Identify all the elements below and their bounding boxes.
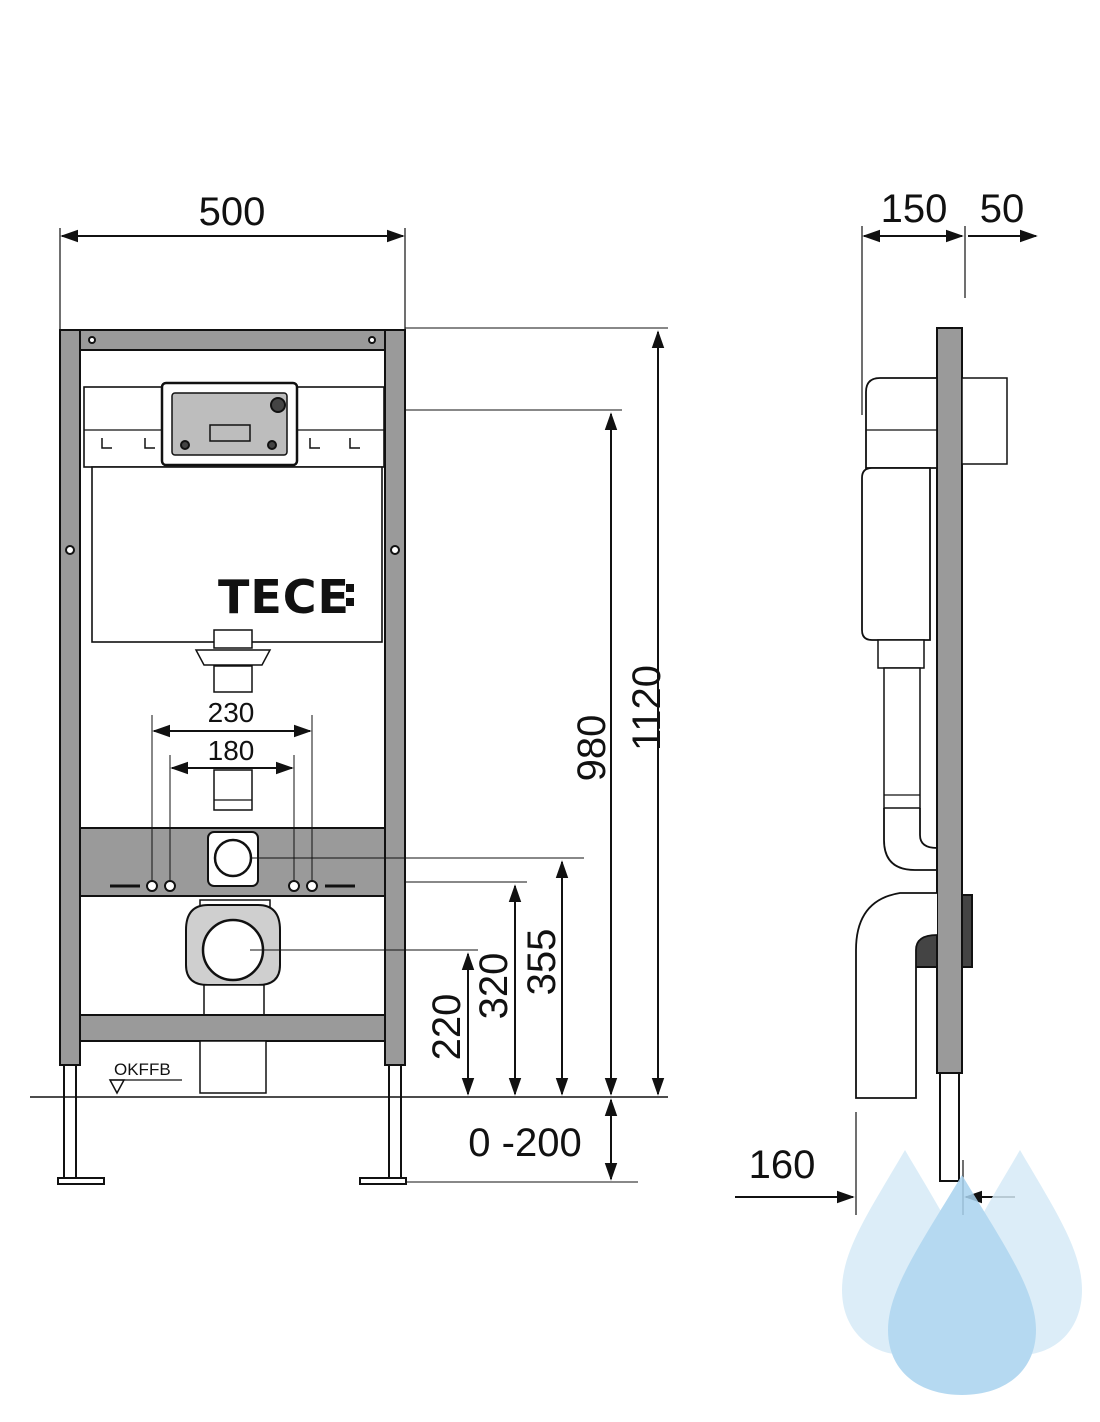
right-foot (359, 1177, 407, 1185)
floor-reference (30, 1079, 668, 1098)
cistern-height-label: 980 (570, 715, 614, 782)
cistern-body (91, 466, 383, 643)
height-dimensions (250, 327, 668, 1183)
lower-bar (79, 1014, 386, 1042)
offset-50-label: 50 (980, 187, 1025, 231)
frame-left-post (59, 329, 81, 1066)
water-drop-watermark (842, 1150, 1082, 1395)
flush-connection (213, 838, 253, 878)
frame-height-label: 1120 (625, 665, 669, 751)
frame-right-post (384, 329, 406, 1066)
side-view (735, 226, 1038, 1215)
floor-label: OKFFB (114, 1060, 171, 1079)
side-flush-box (961, 377, 1008, 465)
brand-label: TECE (218, 570, 350, 624)
drain-220-label: 220 (425, 994, 469, 1061)
brand-logo: TECE (218, 570, 354, 624)
left-leg (63, 1064, 77, 1181)
side-post (936, 327, 963, 1074)
width-label: 500 (199, 190, 266, 234)
hole-spacing-230-label: 230 (208, 697, 255, 728)
frame-top-bar (59, 329, 406, 351)
hole-spacing-180-label: 180 (208, 735, 255, 766)
connection-355-label: 355 (520, 929, 564, 996)
right-leg (388, 1064, 402, 1181)
connection-320-label: 320 (472, 953, 516, 1020)
depth-150-label: 150 (881, 187, 948, 231)
front-view (57, 228, 407, 1185)
left-foot (57, 1177, 105, 1185)
leg-adjust-label: 0 -200 (468, 1121, 581, 1165)
drain-depth-160-label: 160 (749, 1143, 816, 1187)
side-leg (939, 1072, 960, 1182)
